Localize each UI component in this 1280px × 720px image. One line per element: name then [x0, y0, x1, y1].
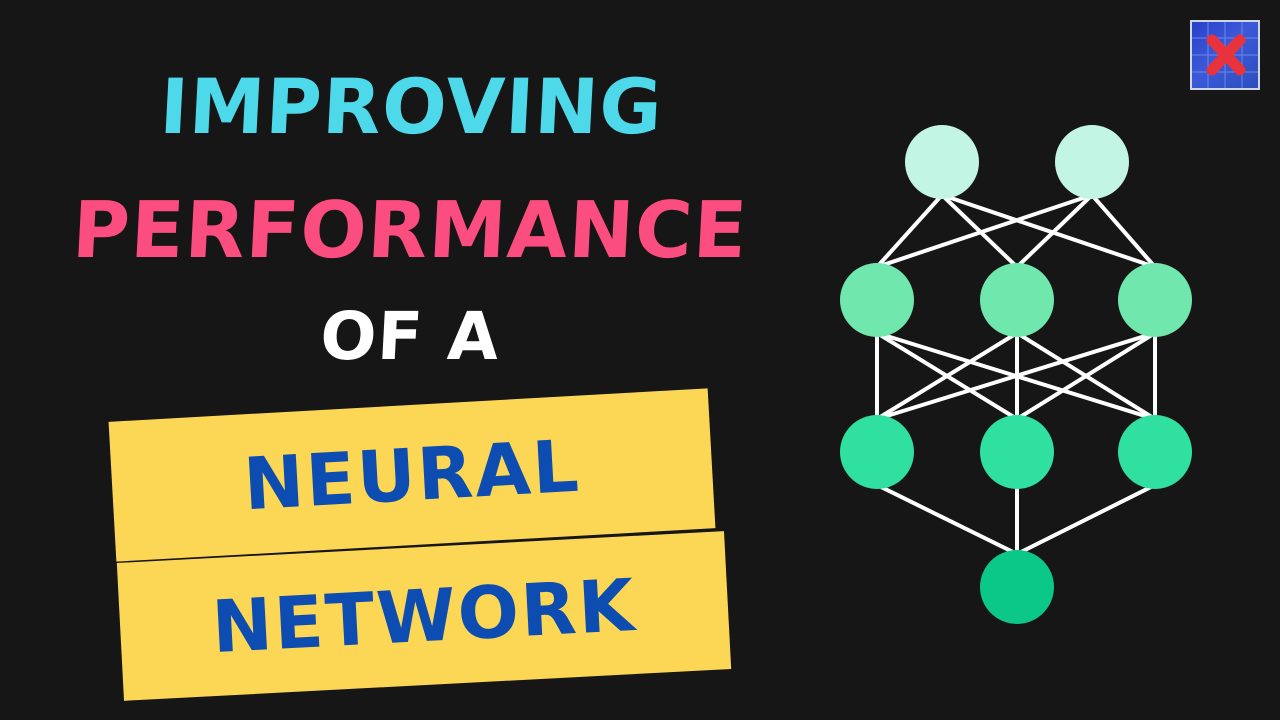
banner-network-text: NETWORK — [209, 562, 639, 670]
network-edge — [1015, 193, 1094, 269]
neural-network-diagram — [840, 125, 1192, 624]
network-node-layer3-3 — [1118, 415, 1192, 489]
network-node-layer2-1 — [840, 263, 914, 337]
network-node-layer1-1 — [905, 125, 979, 199]
network-edge — [1016, 483, 1156, 556]
network-edge — [1015, 331, 1157, 421]
title-line-of-a: OF A — [318, 298, 502, 375]
network-node-layer2-3 — [1118, 263, 1192, 337]
channel-logo — [1190, 20, 1260, 90]
title-line-improving: IMPROVING — [157, 62, 666, 151]
network-edge — [875, 193, 944, 269]
network-node-layer2-2 — [980, 263, 1054, 337]
network-edge — [941, 193, 1156, 269]
network-node-layer1-2 — [1055, 125, 1129, 199]
title-line-performance: PERFORMANCE — [70, 186, 750, 276]
banner-neural-text: NEURAL — [241, 423, 583, 527]
network-edge — [875, 331, 1019, 421]
network-edge — [876, 193, 1093, 269]
network-node-layer4-1 — [980, 550, 1054, 624]
x-cross-logo-icon — [1192, 22, 1258, 88]
network-edge — [876, 483, 1018, 556]
network-node-layer3-1 — [840, 415, 914, 489]
network-edge — [1090, 193, 1157, 269]
network-edge — [876, 331, 1156, 421]
banner-network: NETWORK — [116, 531, 732, 701]
network-node-layer3-2 — [980, 415, 1054, 489]
